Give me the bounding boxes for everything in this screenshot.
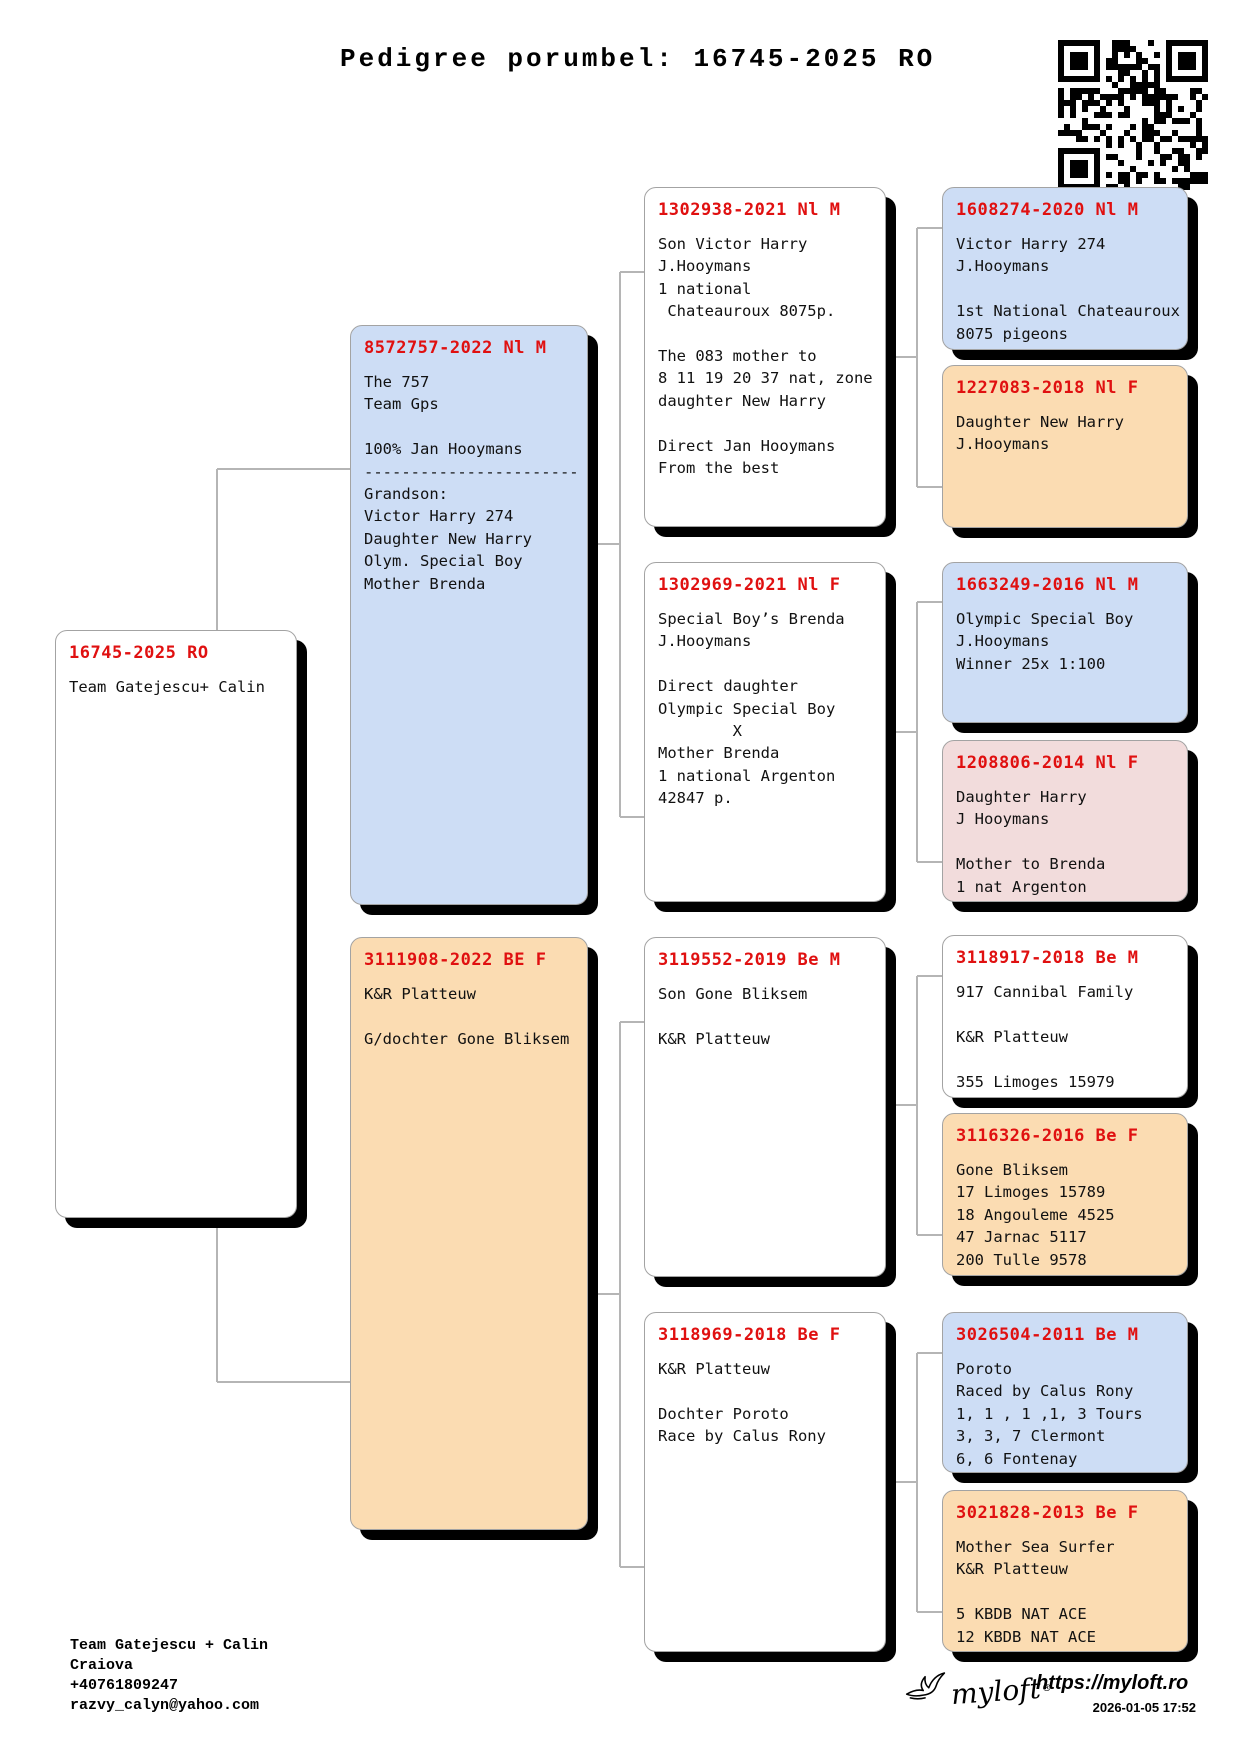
ring-number: 1302969-2021 Nl F	[658, 575, 841, 595]
box-details: Daughter New Harry J.Hooymans	[956, 413, 1124, 454]
box-details: K&R Platteuw G/dochter Gone Bliksem	[364, 985, 570, 1048]
pedigree-box-ggm-mm: 1208806-2014 Nl F Daughter Harry J Hooym…	[942, 740, 1188, 902]
box-details: Gone Bliksem 17 Limoges 15789 18 Angoule…	[956, 1161, 1115, 1269]
bird-icon	[903, 1666, 949, 1708]
pedigree-box-ggf-ff: 1608274-2020 Nl M Victor Harry 274 J.Hoo…	[942, 187, 1188, 350]
ring-number: 3118969-2018 Be F	[658, 1325, 841, 1345]
ring-number: 1663249-2016 Nl M	[956, 575, 1139, 595]
ring-number: 16745-2025 RO	[69, 643, 209, 663]
owner-contact-block: Team Gatejescu + Calin Craiova +40761809…	[70, 1637, 269, 1714]
box-details: Team Gatejescu+ Calin	[69, 678, 265, 696]
qr-code	[1058, 40, 1208, 190]
registered-mark: ®	[1041, 1683, 1052, 1694]
website-link[interactable]: https://myloft.ro	[1036, 1672, 1189, 1694]
pedigree-box-mother: 3111908-2022 BE F K&R Platteuw G/dochter…	[350, 937, 588, 1530]
box-details: Victor Harry 274 J.Hooymans 1st National…	[956, 235, 1180, 343]
box-details: Son Victor Harry J.Hooymans 1 national C…	[658, 235, 873, 478]
ring-number: 1302938-2021 Nl M	[658, 200, 841, 220]
pedigree-box-grandmother-paternal: 1302969-2021 Nl F Special Boy’s Brenda J…	[644, 562, 886, 902]
generated-timestamp: 2026-01-05 17:52	[1092, 1700, 1196, 1715]
pedigree-box-ggm-fm: 1227083-2018 Nl F Daughter New Harry J.H…	[942, 365, 1188, 528]
ring-number: 3118917-2018 Be M	[956, 948, 1139, 968]
box-details: 917 Cannibal Family K&R Platteuw 355 Lim…	[956, 983, 1134, 1091]
pedigree-box-grandfather-paternal: 1302938-2021 Nl M Son Victor Harry J.Hoo…	[644, 187, 886, 527]
pedigree-box-ggm-mmm: 3021828-2013 Be F Mother Sea Surfer K&R …	[942, 1490, 1188, 1652]
myloft-logo: myloft ®	[903, 1666, 1052, 1711]
pedigree-box-grandfather-maternal: 3119552-2019 Be M Son Gone Bliksem K&R P…	[644, 937, 886, 1277]
box-details: Olympic Special Boy J.Hooymans Winner 25…	[956, 610, 1134, 673]
box-details: Mother Sea Surfer K&R Platteuw 5 KBDB NA…	[956, 1538, 1115, 1646]
box-details: The 757 Team Gps 100% Jan Hooymans -----…	[364, 373, 579, 593]
box-details: K&R Platteuw Dochter Poroto Race by Calu…	[658, 1360, 826, 1446]
pedigree-box-grandmother-maternal: 3118969-2018 Be F K&R Platteuw Dochter P…	[644, 1312, 886, 1652]
pedigree-box-ggf-mf: 1663249-2016 Nl M Olympic Special Boy J.…	[942, 562, 1188, 723]
box-details: Son Gone Bliksem K&R Platteuw	[658, 985, 808, 1048]
ring-number: 8572757-2022 Nl M	[364, 338, 547, 358]
pedigree-box-ggm-mfm: 3116326-2016 Be F Gone Bliksem 17 Limoge…	[942, 1113, 1188, 1276]
pedigree-box-ggf-mmf: 3026504-2011 Be M Poroto Raced by Calus …	[942, 1312, 1188, 1473]
ring-number: 3116326-2016 Be F	[956, 1126, 1139, 1146]
ring-number: 3119552-2019 Be M	[658, 950, 841, 970]
ring-number: 1208806-2014 Nl F	[956, 753, 1139, 773]
page-title: Pedigree porumbel: 16745-2025 RO	[340, 44, 936, 74]
ring-number: 3021828-2013 Be F	[956, 1503, 1139, 1523]
pedigree-box-ggf-mff: 3118917-2018 Be M 917 Cannibal Family K&…	[942, 935, 1188, 1098]
ring-number: 3026504-2011 Be M	[956, 1325, 1139, 1345]
box-details: Poroto Raced by Calus Rony 1, 1 , 1 ,1, …	[956, 1360, 1143, 1468]
ring-number: 1227083-2018 Nl F	[956, 378, 1139, 398]
box-details: Daughter Harry J Hooymans Mother to Bren…	[956, 788, 1106, 896]
ring-number: 1608274-2020 Nl M	[956, 200, 1139, 220]
ring-number: 3111908-2022 BE F	[364, 950, 547, 970]
pedigree-box-father: 8572757-2022 Nl M The 757 Team Gps 100% …	[350, 325, 588, 905]
box-details: Special Boy’s Brenda J.Hooymans Direct d…	[658, 610, 845, 808]
pedigree-box-subject: 16745-2025 RO Team Gatejescu+ Calin	[55, 630, 297, 1218]
